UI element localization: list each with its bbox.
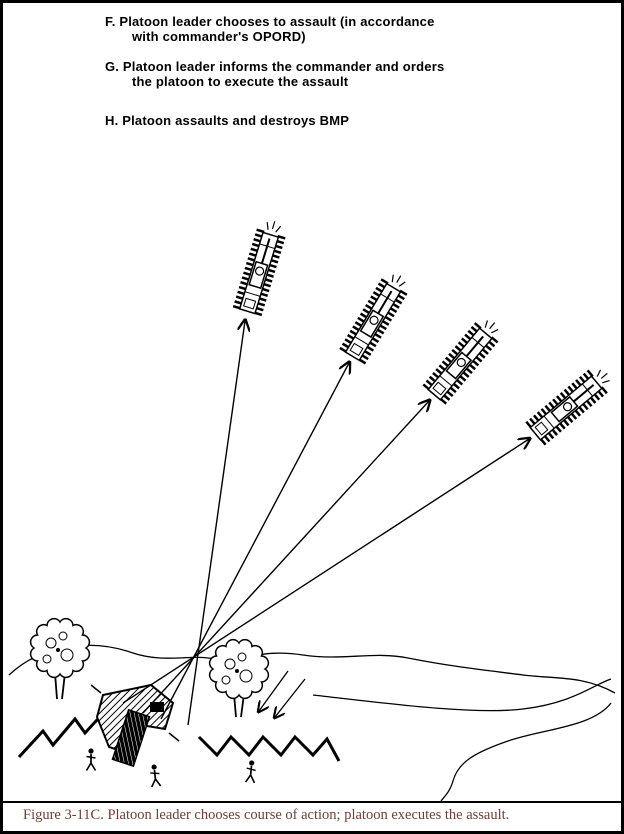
dismount-arrow-1 — [259, 670, 289, 711]
dismount-arrow-2 — [275, 678, 306, 717]
annotation-block: F. Platoon leader chooses to assault (in… — [105, 14, 565, 143]
assault-diagram-illustration — [8, 3, 621, 802]
assault-arrows — [122, 321, 529, 726]
road-curve — [312, 678, 612, 802]
trench-line-center — [197, 734, 341, 762]
annotation-h: H. Platoon assaults and destroys BMP — [105, 113, 565, 128]
trench-line-left — [17, 707, 109, 759]
bmp-vehicle-icon-1 — [236, 218, 285, 316]
annotation-f: F. Platoon leader chooses to assault (in… — [105, 14, 565, 44]
assault-arrow-3 — [142, 401, 429, 714]
assault-arrow-1 — [187, 321, 245, 726]
soldier-icon — [85, 747, 97, 772]
bmp-vehicle-icon-2 — [342, 270, 410, 364]
bmp-vehicle-icon-4 — [527, 365, 615, 444]
fortified-position — [90, 683, 180, 768]
annotation-h-line1: H. Platoon assaults and destroys BMP — [105, 113, 350, 128]
assault-arrow-4 — [122, 439, 529, 704]
soldier-icon — [148, 763, 162, 788]
annotation-f-line1: F. Platoon leader chooses to assault (in… — [105, 14, 435, 29]
contour-line — [8, 644, 616, 694]
dismount-arrows — [259, 670, 306, 717]
annotation-g-line1: G. Platoon leader informs the commander … — [105, 59, 445, 74]
annotation-g-line2: the platoon to execute the assault — [132, 74, 349, 89]
annotation-g: G. Platoon leader informs the commander … — [105, 59, 565, 89]
tree-icon — [29, 617, 91, 700]
bmp-vehicle-icon-3 — [425, 316, 504, 404]
tree-icon — [208, 638, 270, 718]
annotation-f-line2: with commander's OPORD) — [132, 29, 306, 44]
figure-caption-bar: Figure 3-11C. Platoon leader chooses cou… — [3, 801, 621, 831]
figure-caption: Figure 3-11C. Platoon leader chooses cou… — [23, 807, 510, 823]
soldier-icon — [244, 759, 258, 784]
